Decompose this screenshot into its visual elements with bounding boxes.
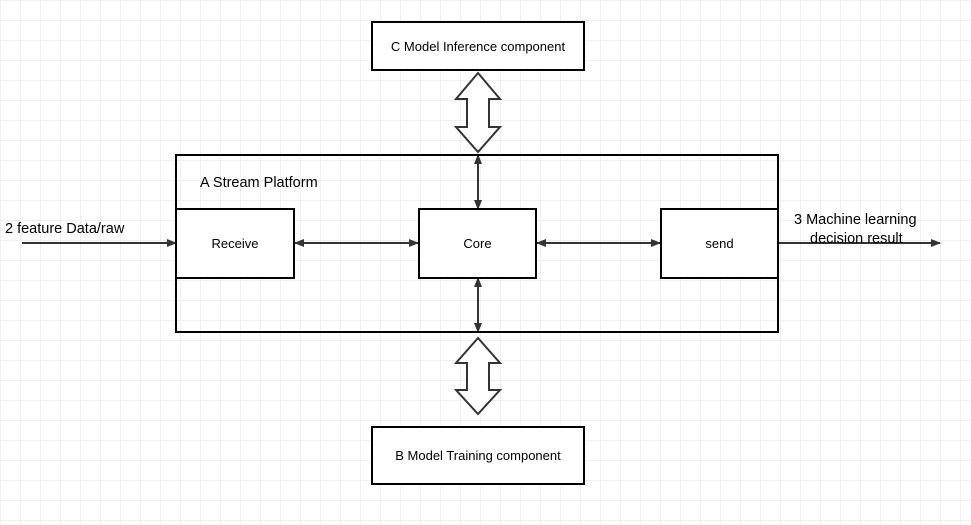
training-component-label: B Model Training component [395, 448, 561, 463]
core-box: Core [418, 208, 537, 279]
inference-double-arrow [453, 71, 503, 154]
inference-component-label: C Model Inference component [390, 38, 566, 54]
training-component-box: B Model Training component [371, 426, 585, 485]
receive-label: Receive [211, 236, 259, 251]
output-label-line2: decision result [810, 231, 903, 247]
inference-component-box: C Model Inference component [371, 21, 585, 71]
training-double-arrow [453, 336, 503, 416]
input-label: 2 feature Data/raw [5, 221, 125, 237]
core-label: Core [463, 236, 492, 251]
send-box: send [660, 208, 779, 279]
stream-platform-title: A Stream Platform [200, 175, 318, 191]
send-label: send [705, 236, 734, 251]
output-label-line1: 3 Machine learning [794, 212, 917, 228]
receive-box: Receive [175, 208, 295, 279]
